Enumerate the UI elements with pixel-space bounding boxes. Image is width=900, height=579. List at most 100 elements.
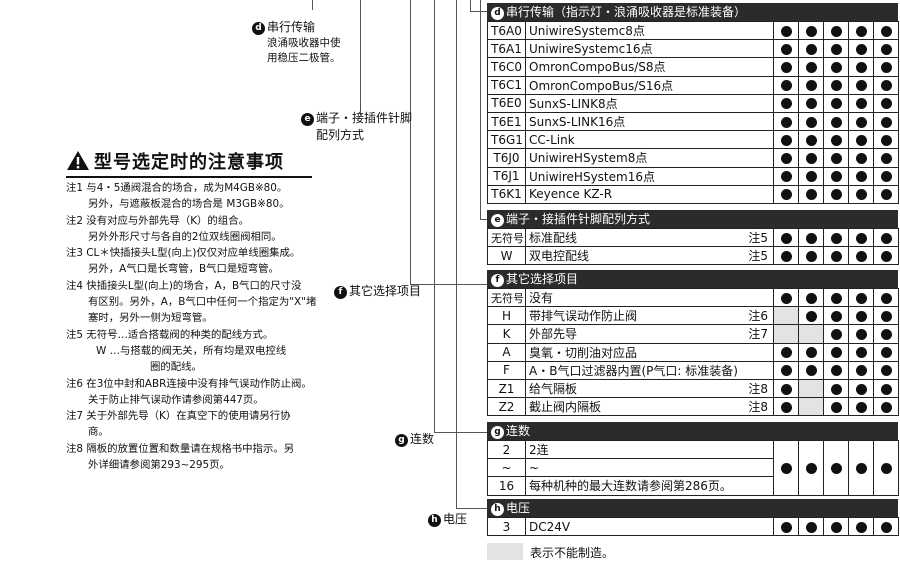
row-name: 没有	[525, 287, 774, 308]
available-dot	[880, 152, 892, 164]
available-dot	[805, 80, 817, 92]
note-line: 注6 在3位中封和ABR连接中没有排气误动作防止阀。	[66, 377, 312, 390]
row-name: A・B气口过滤器内置(P气口: 标准装备)	[525, 360, 774, 380]
note-line: 有区别。另外，A，B气口中任何一个指定为"X"堵	[88, 296, 317, 309]
label-stations-title: 连数	[410, 432, 435, 446]
row-name: DC24V	[525, 516, 774, 537]
warning-title: 型号选定时的注意事项	[94, 152, 284, 173]
available-dot	[880, 401, 892, 413]
available-dot	[880, 25, 892, 37]
available-dot	[805, 462, 817, 474]
row-name: ~	[525, 458, 774, 478]
legend-swatch	[487, 543, 523, 560]
available-dot	[855, 232, 867, 244]
note-line: 注2 没有对应与外部先导（K）的组合。	[66, 214, 249, 227]
available-dot	[780, 98, 792, 110]
mark-g-icon: g	[395, 434, 408, 447]
available-dot	[855, 292, 867, 304]
available-dot	[855, 328, 867, 340]
available-dot	[830, 43, 842, 55]
row-name-text: 没有	[529, 291, 554, 306]
available-dot	[805, 61, 817, 73]
available-dot	[855, 189, 867, 201]
available-dot	[880, 462, 892, 474]
available-dot	[855, 250, 867, 262]
mark-e-icon: e	[301, 113, 314, 126]
available-dot	[880, 383, 892, 395]
row-name-text: 截止阀内隔板	[529, 400, 602, 415]
mark-d-icon: d	[491, 7, 504, 20]
unavailable-cell	[798, 378, 824, 399]
available-dot	[780, 401, 792, 413]
connector-line	[410, 284, 487, 285]
available-dot	[880, 347, 892, 359]
connector-line	[470, 11, 487, 12]
connector-line	[434, 0, 435, 432]
available-dot	[830, 152, 842, 164]
row-code: Z1	[487, 378, 526, 399]
legend-text: 表示不能制造。	[530, 546, 615, 560]
row-name: UniwireHSystem8点	[525, 148, 774, 168]
available-dot	[830, 347, 842, 359]
row-name: 臭氧・切削油对应品	[525, 342, 774, 362]
connector-line	[456, 508, 487, 509]
available-dot	[855, 347, 867, 359]
row-code: 无符号	[487, 287, 526, 308]
available-dot	[805, 521, 817, 533]
row-note: 注8	[748, 382, 768, 397]
available-dot	[880, 134, 892, 146]
section-voltage-title: 电压	[506, 501, 531, 515]
row-name: CC-Link	[525, 130, 774, 150]
note-line: 注1 与4・5通阀混合的场合，成为M4GB※80。	[66, 182, 288, 194]
label-serial-note-2: 用稳压二极管。	[267, 52, 341, 64]
available-dot	[855, 80, 867, 92]
row-name: UniwireSystemc8点	[525, 20, 774, 41]
row-code: T6E0	[487, 93, 526, 113]
row-name: 给气隔板注8	[525, 378, 774, 399]
section-options-title: 其它选择项目	[506, 272, 579, 286]
available-dot	[830, 521, 842, 533]
row-code: T6J1	[487, 166, 526, 186]
available-dot	[780, 61, 792, 73]
warning-icon	[67, 151, 89, 170]
label-options-title: 其它选择项目	[349, 284, 422, 298]
row-code: F	[487, 360, 526, 380]
available-dot	[880, 43, 892, 55]
available-dot	[855, 61, 867, 73]
row-name-text: 外部先导	[529, 327, 578, 342]
section-stations-title: 连数	[506, 424, 531, 438]
row-note: 注8	[748, 400, 768, 415]
row-name-text: A・B气口过滤器内置(P气口: 标准装备)	[529, 363, 738, 378]
row-code: W	[487, 246, 526, 266]
warning-block: 型号选定时的注意事项	[66, 148, 284, 174]
row-name: SunxS-LINK16点	[525, 111, 774, 132]
note-line: 圈的配线。	[150, 361, 202, 374]
label-terminal-sub: 配列方式	[316, 128, 365, 142]
available-dot	[805, 134, 817, 146]
available-dot	[830, 310, 842, 322]
table-row: 无符号标准配线注5	[487, 227, 899, 248]
row-note: 注5	[748, 249, 768, 264]
warning-heading: 型号选定时的注意事项	[66, 148, 284, 174]
available-dot	[805, 292, 817, 304]
available-dot	[880, 98, 892, 110]
available-dot	[805, 365, 817, 377]
available-dot	[805, 43, 817, 55]
row-code: ~	[487, 458, 526, 478]
label-serial-note-1: 浪涌吸收器中使	[267, 37, 341, 49]
available-dot	[805, 310, 817, 322]
available-dot	[830, 292, 842, 304]
row-code: T6A1	[487, 39, 526, 59]
available-dot	[880, 328, 892, 340]
